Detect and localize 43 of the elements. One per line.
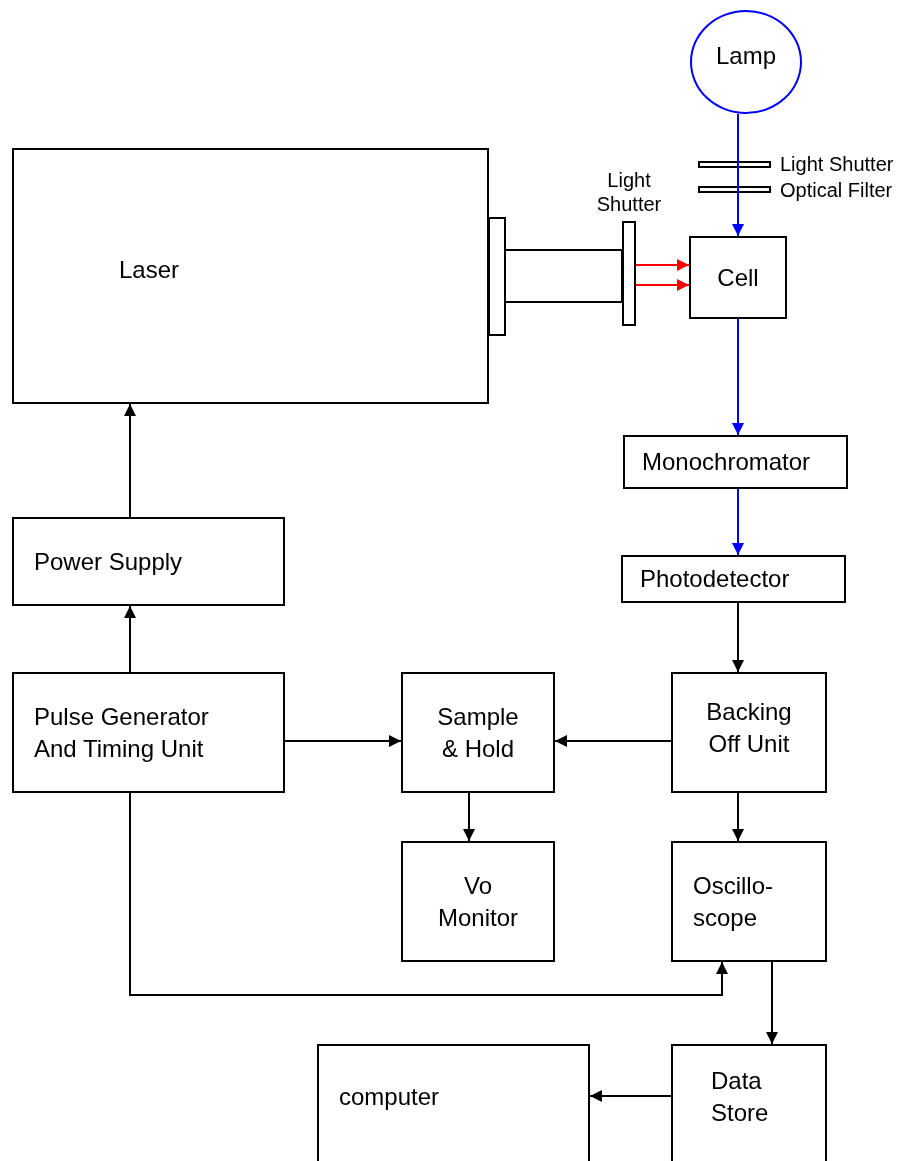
node-label: Photodetector: [640, 564, 790, 594]
node-label: computer: [339, 1082, 440, 1112]
pulse-generator-box: [12, 672, 285, 793]
arrow: [463, 792, 475, 842]
sample-hold-box: [401, 672, 555, 793]
backing-off-box: [671, 672, 827, 793]
data-store-box: [671, 1044, 827, 1161]
part-label: Light Shutter: [780, 152, 894, 176]
arrow: [284, 735, 402, 747]
part-label: Optical Filter: [780, 178, 893, 202]
arrow: [732, 113, 744, 237]
power-supply-box: [12, 517, 285, 606]
oscilloscope-box: [671, 841, 827, 962]
arrow: [635, 259, 690, 271]
shutter-label: Light Shutter: [596, 168, 662, 216]
cell-box: [689, 236, 787, 319]
monitor-box: [401, 841, 555, 962]
node-label: Oscillo- scope: [693, 870, 774, 933]
node-label: Lamp: [715, 41, 776, 71]
computer-box: [317, 1044, 590, 1161]
node-label: Laser: [119, 255, 180, 285]
arrow: [732, 602, 744, 673]
arrow: [554, 735, 672, 747]
node-label: Pulse Generator And Timing Unit: [34, 701, 210, 764]
node-label: Power Supply: [34, 546, 183, 577]
laser-box: [12, 148, 489, 404]
arrow: [635, 279, 690, 291]
arrow: [766, 961, 778, 1045]
arrow: [124, 605, 136, 673]
arrow: [129, 792, 728, 996]
node-label: Data Store: [711, 1066, 770, 1128]
node-label: Cell: [717, 262, 759, 293]
photodetector-box: [621, 555, 846, 603]
node-label: Vo Monitor: [437, 870, 519, 933]
node-label: Sample & Hold: [436, 701, 520, 764]
monochromator-box: [623, 435, 848, 489]
arrow: [732, 488, 744, 556]
arrow: [732, 792, 744, 842]
arrow: [589, 1090, 672, 1102]
arrow: [124, 403, 136, 518]
node-label: Backing Off Unit: [705, 696, 793, 759]
arrow: [732, 318, 744, 436]
node-label: Monochromator: [642, 447, 811, 477]
